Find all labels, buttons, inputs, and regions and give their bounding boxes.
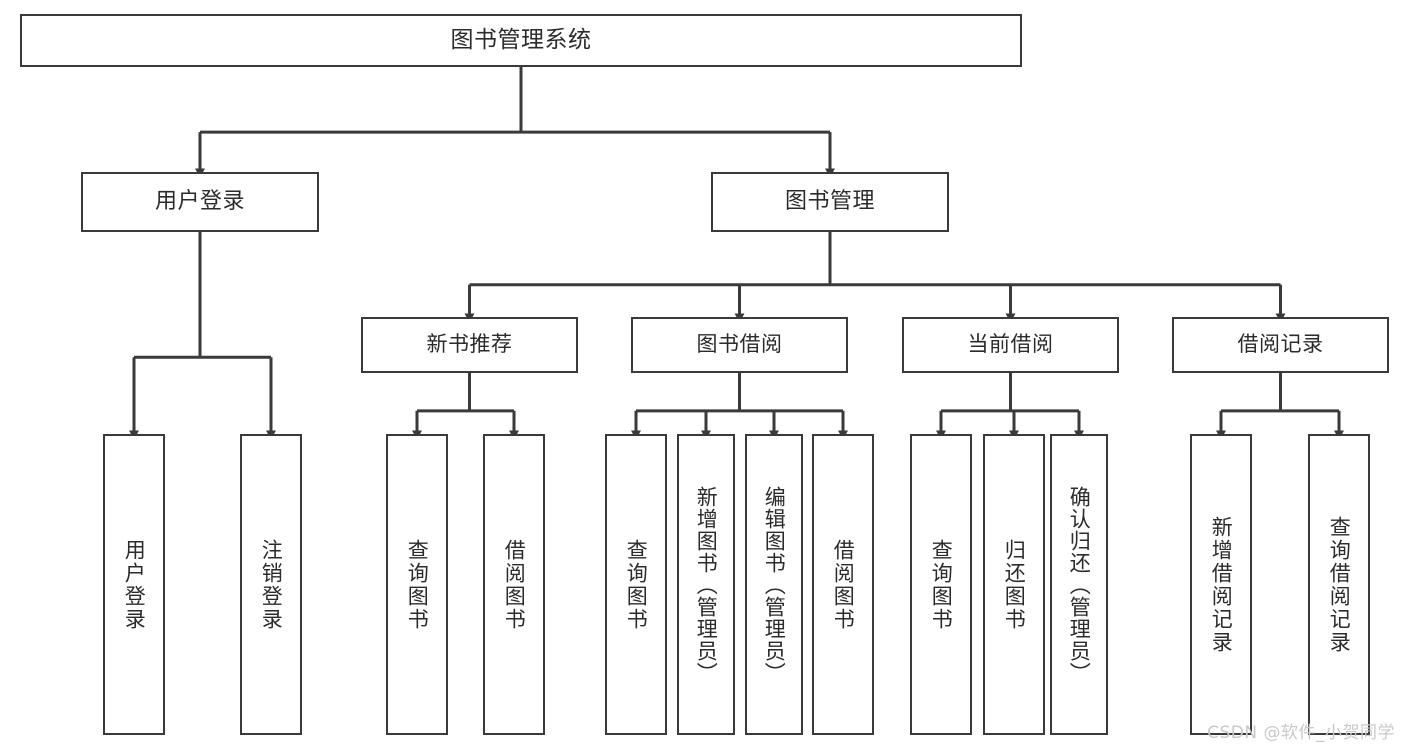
- node-leaf-add-book[interactable]: 新增图书（管理员）: [677, 434, 735, 735]
- node-leaf-borrow-book-2-label: 借阅图书: [831, 538, 856, 631]
- edges-group: [129, 67, 1344, 440]
- node-leaf-return-book[interactable]: 归还图书: [983, 434, 1045, 735]
- node-root[interactable]: 图书管理系统: [20, 14, 1022, 67]
- node-leaf-add-record[interactable]: 新增借阅记录: [1190, 434, 1252, 735]
- node-leaf-user-login-label: 用户登录: [122, 538, 147, 631]
- node-leaf-add-record-label: 新增借阅记录: [1209, 515, 1234, 654]
- node-user-login-label: 用户登录: [154, 189, 245, 215]
- node-leaf-borrow-book-2[interactable]: 借阅图书: [812, 434, 874, 735]
- node-leaf-query-record-label: 查询借阅记录: [1327, 515, 1352, 654]
- node-leaf-query-record[interactable]: 查询借阅记录: [1308, 434, 1370, 735]
- node-leaf-return-book-label: 归还图书: [1002, 538, 1027, 631]
- node-leaf-user-login[interactable]: 用户登录: [103, 434, 165, 735]
- node-user-login[interactable]: 用户登录: [81, 172, 319, 232]
- node-leaf-confirm-return-label: 确认归还（管理员）: [1067, 485, 1092, 684]
- node-leaf-query-book-1[interactable]: 查询图书: [386, 434, 448, 735]
- node-leaf-logout[interactable]: 注销登录: [240, 434, 302, 735]
- node-leaf-query-book-2[interactable]: 查询图书: [605, 434, 667, 735]
- node-new-book-rec[interactable]: 新书推荐: [361, 317, 578, 373]
- csdn-watermark: CSDN @软件_小贺同学: [1207, 723, 1395, 743]
- node-leaf-query-book-3[interactable]: 查询图书: [910, 434, 972, 735]
- node-root-label: 图书管理系统: [450, 27, 592, 54]
- node-book-manage[interactable]: 图书管理: [711, 172, 949, 232]
- node-leaf-borrow-book-1-label: 借阅图书: [502, 538, 527, 631]
- node-leaf-borrow-book-1[interactable]: 借阅图书: [483, 434, 545, 735]
- node-leaf-add-book-label: 新增图书（管理员）: [694, 485, 719, 684]
- node-leaf-query-book-1-label: 查询图书: [405, 538, 430, 631]
- node-leaf-confirm-return[interactable]: 确认归还（管理员）: [1050, 434, 1108, 735]
- node-book-manage-label: 图书管理: [784, 189, 875, 215]
- node-leaf-logout-label: 注销登录: [259, 538, 284, 631]
- node-borrow-record-label: 借阅记录: [1237, 332, 1324, 357]
- node-book-borrow[interactable]: 图书借阅: [631, 317, 848, 373]
- node-leaf-query-book-3-label: 查询图书: [929, 538, 954, 631]
- node-borrow-record[interactable]: 借阅记录: [1172, 317, 1389, 373]
- node-leaf-query-book-2-label: 查询图书: [624, 538, 649, 631]
- node-current-borrow-label: 当前借阅: [967, 332, 1054, 357]
- node-leaf-edit-book[interactable]: 编辑图书（管理员）: [745, 434, 803, 735]
- node-current-borrow[interactable]: 当前借阅: [902, 317, 1119, 373]
- node-new-book-rec-label: 新书推荐: [426, 332, 513, 357]
- node-book-borrow-label: 图书借阅: [696, 332, 783, 357]
- node-leaf-edit-book-label: 编辑图书（管理员）: [762, 485, 787, 684]
